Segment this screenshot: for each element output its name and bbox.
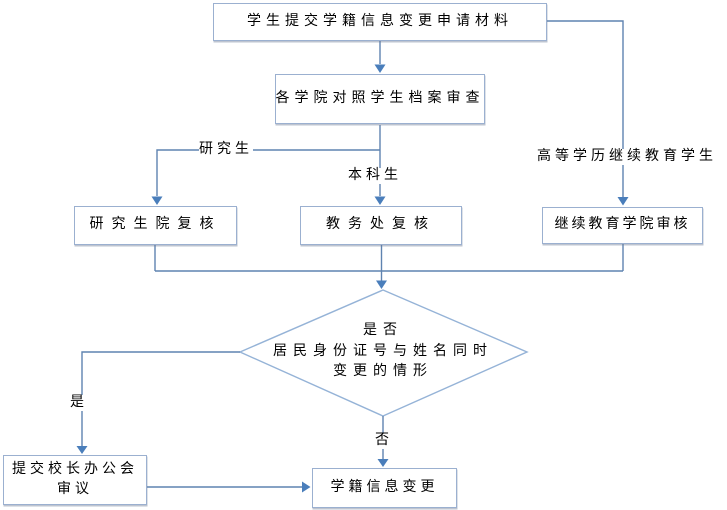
arrowheads-group xyxy=(76,64,629,493)
edge-label-yes: 是 xyxy=(70,395,84,411)
node-college-review-label: 各学院对照学生档案审查 xyxy=(275,90,485,106)
edge-label-undergraduate: 本科生 xyxy=(348,168,402,184)
node-info-change-label: 学籍信息变更 xyxy=(330,479,439,495)
arrowhead-into-academic-review-icon xyxy=(374,196,386,205)
arrowhead-president-to-change-icon xyxy=(302,481,311,493)
connector-lines-group xyxy=(81,20,624,488)
node-grad-school-review-label: 研究生院复核 xyxy=(89,217,222,233)
decision-label-line1: 是否 xyxy=(363,323,403,338)
arrowhead-into-continuing-review-icon xyxy=(617,197,629,206)
arrowhead-into-change-icon xyxy=(377,459,389,467)
edge-label-no: 否 xyxy=(375,433,389,449)
node-president-meeting-line2: 审议 xyxy=(57,482,93,497)
arrowhead-into-president-icon xyxy=(76,446,88,454)
decision-label-line3: 变更的情形 xyxy=(333,364,433,379)
node-info-change: 学籍信息变更 xyxy=(312,468,457,508)
node-submit-label: 学生提交学籍信息变更申请材料 xyxy=(247,13,513,29)
node-president-meeting-line1: 提交校长办公会 xyxy=(12,462,138,478)
arrowhead-into-college-review-icon xyxy=(374,64,386,73)
node-college-review: 各学院对照学生档案审查 xyxy=(275,74,485,124)
decision-label-line2: 居民身份证号与姓名同时 xyxy=(273,343,493,359)
edge-label-continuing-education: 高等学历继续教育学生 xyxy=(537,149,717,165)
decision-label: 是否 居民身份证号与姓名同时 变更的情形 xyxy=(253,321,513,383)
edge-submit-to-continuing-review xyxy=(547,20,624,197)
node-academic-affairs-review: 教务处复核 xyxy=(300,206,462,245)
node-submit: 学生提交学籍信息变更申请材料 xyxy=(213,3,547,41)
edge-decision-yes-to-president xyxy=(81,351,240,446)
arrowhead-into-decision-icon xyxy=(376,280,387,289)
edge-label-graduate: 研究生 xyxy=(199,142,253,158)
node-grad-school-review: 研究生院复核 xyxy=(74,206,237,245)
arrowhead-into-grad-school-icon xyxy=(151,196,163,205)
edge-college-review-to-grad-school xyxy=(156,149,380,196)
node-continuing-edu-review: 继续教育学院审核 xyxy=(542,207,703,244)
node-academic-affairs-review-label: 教务处复核 xyxy=(326,217,436,233)
node-continuing-edu-review-label: 继续教育学院审核 xyxy=(554,217,691,233)
node-president-meeting: 提交校长办公会 审议 xyxy=(3,455,147,505)
